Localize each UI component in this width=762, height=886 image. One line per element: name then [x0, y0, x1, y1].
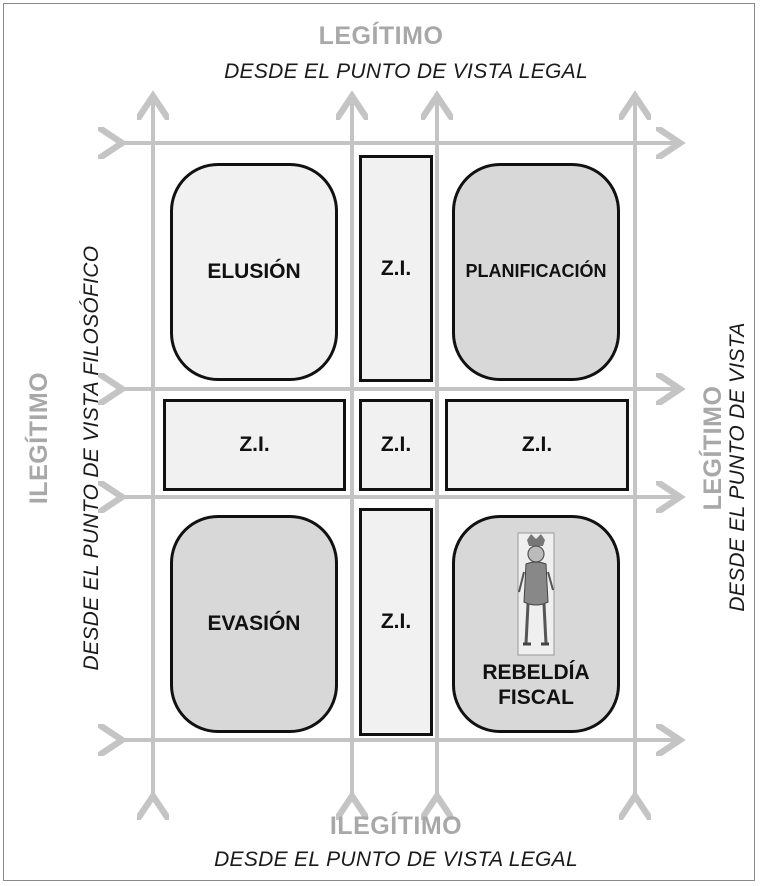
top-subtitle: DESDE EL PUNTO DE VISTA LEGAL — [224, 60, 588, 83]
zone-middle-center: Z.I. — [359, 399, 433, 491]
bottom-subtitle: DESDE EL PUNTO DE VISTA LEGAL — [214, 848, 578, 871]
zone-label: Z.I. — [380, 433, 412, 457]
zone-label: Z.I. — [521, 433, 553, 457]
right-subtitle: DESDE EL PUNTO DE VISTA — [726, 322, 749, 612]
elusion-label: ELUSIÓN — [207, 260, 301, 284]
zone-label: Z.I. — [239, 433, 270, 457]
fiscal-rebel-figure-icon — [517, 532, 555, 656]
evasion-label: EVASIÓN — [207, 612, 301, 636]
quadrant-evasion: EVASIÓN — [170, 515, 338, 733]
zone-label: Z.I. — [380, 610, 412, 634]
fiscal-label: FISCAL — [498, 686, 574, 710]
quadrant-elusion: ELUSIÓN — [170, 163, 338, 381]
quadrant-rebeldia-fiscal: REBELDÍA FISCAL — [452, 515, 620, 733]
zone-label: Z.I. — [380, 256, 412, 280]
quadrant-planificacion: PLANIFICACIÓN — [452, 163, 620, 381]
planificacion-label: PLANIFICACIÓN — [465, 261, 607, 282]
zone-middle-right: Z.I. — [445, 399, 629, 491]
left-subtitle: DESDE EL PUNTO DE VISTA FILOSÓFICO — [80, 245, 103, 671]
zone-bottom-center: Z.I. — [359, 508, 433, 736]
zone-top-center: Z.I. — [359, 155, 433, 382]
bottom-title: ILEGÍTIMO — [329, 812, 463, 840]
rebeldia-label: REBELDÍA — [482, 661, 590, 684]
right-title: LEGÍTIMO — [699, 385, 727, 511]
zone-middle-left: Z.I. — [163, 399, 346, 491]
top-title: LEGÍTIMO — [318, 22, 444, 50]
left-title: ILEGÍTIMO — [25, 371, 53, 505]
